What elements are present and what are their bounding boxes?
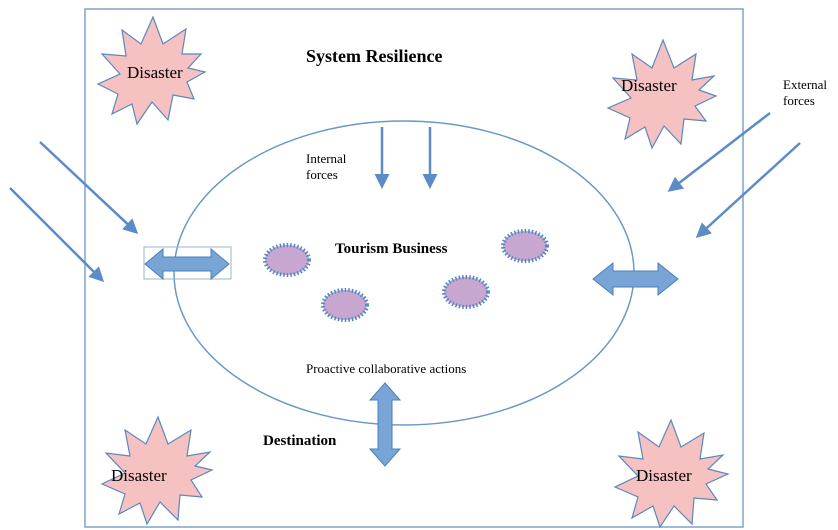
disaster-starburst-bottom-left <box>100 415 214 526</box>
business-unit-3 <box>321 288 369 322</box>
external-force-arrow-right-2 <box>695 142 801 239</box>
right-double-arrow <box>592 261 679 297</box>
internal-forces-label: Internal forces <box>306 151 347 182</box>
disaster-starburst-bottom-right <box>613 418 730 529</box>
left-arrow-selection-box <box>143 246 232 280</box>
disaster-label-bottom-left: Disaster <box>111 466 167 485</box>
destination-frame <box>84 8 744 528</box>
left-double-arrow <box>144 247 230 281</box>
disaster-starburst-top-left <box>96 15 207 126</box>
business-unit-4 <box>442 275 490 309</box>
business-unit-1 <box>263 243 311 277</box>
disaster-label-top-right: Disaster <box>621 76 677 95</box>
diagram-title: System Resilience <box>306 46 443 66</box>
external-forces-label: External forces <box>783 77 828 108</box>
vertical-double-arrow <box>368 382 402 467</box>
external-force-arrow-left-2 <box>9 187 105 283</box>
disaster-label-bottom-right: Disaster <box>636 466 692 485</box>
disaster-starburst-top-right <box>606 38 718 150</box>
business-unit-2 <box>501 229 549 263</box>
destination-label: Destination <box>263 433 337 449</box>
center-label: Tourism Business <box>335 241 448 257</box>
disaster-label-top-left: Disaster <box>127 63 183 82</box>
external-force-arrow-right-1 <box>667 112 771 192</box>
external-force-arrow-left-1 <box>39 141 139 235</box>
actions-label: Proactive collaborative actions <box>306 361 467 376</box>
business-ellipse <box>173 120 635 426</box>
